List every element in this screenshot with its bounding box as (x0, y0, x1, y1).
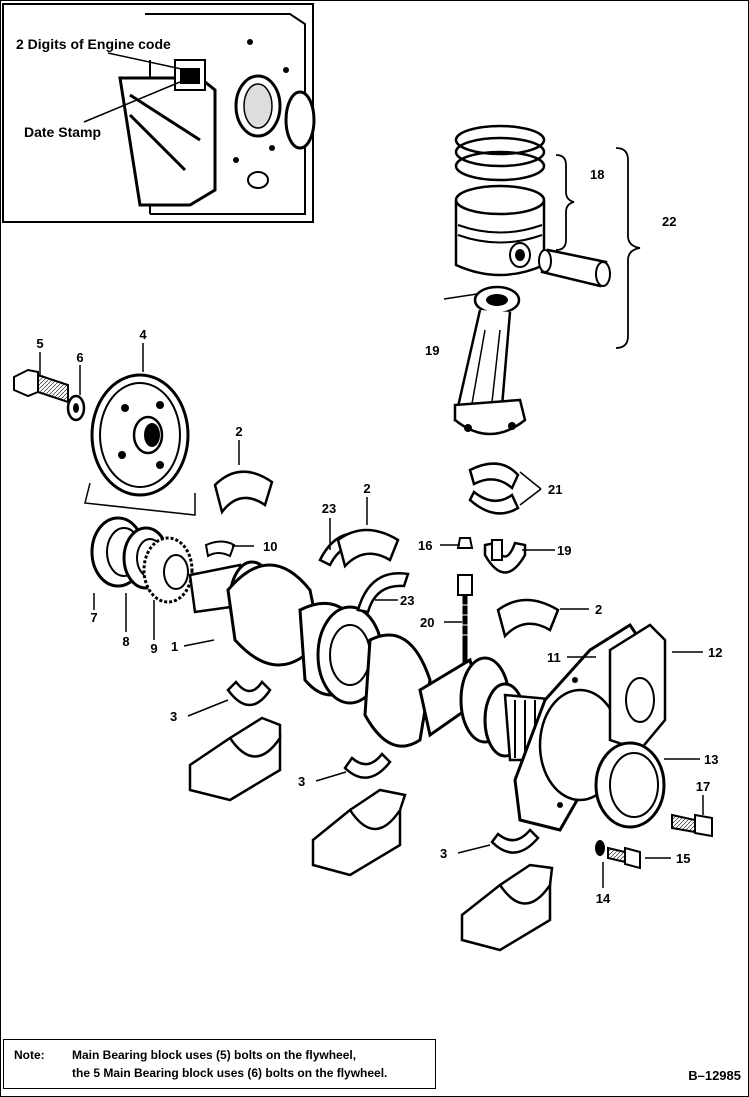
figure-id: B–12985 (688, 1068, 741, 1083)
callout-12: 12 (708, 645, 722, 660)
bracket-7-9 (84, 482, 196, 516)
callout-9: 9 (150, 641, 157, 656)
callout-2-right: 2 (595, 602, 602, 617)
engine-code-label: 2 Digits of Engine code (16, 36, 171, 52)
callout-20: 20 (420, 615, 434, 630)
callout-11: 11 (547, 650, 561, 665)
callout-17: 17 (696, 779, 710, 794)
leader-lines (39, 293, 704, 888)
note-box: Note: Main Bearing block uses (5) bolts … (3, 1039, 436, 1089)
callout-23-bottom: 23 (400, 593, 414, 608)
lower-bearing-shell-2 (343, 752, 392, 779)
callout-5: 5 (36, 336, 43, 351)
callout-13: 13 (704, 752, 718, 767)
note-text-line1: Main Bearing block uses (5) bolts on the… (72, 1048, 357, 1062)
piston-pin (538, 248, 611, 288)
callout-15: 15 (676, 851, 690, 866)
callout-8: 8 (122, 634, 129, 649)
callout-2-mid: 2 (363, 481, 370, 496)
inset-engine-block (2, 3, 316, 223)
callout-4: 4 (139, 327, 147, 342)
date-stamp-label: Date Stamp (24, 124, 101, 140)
piston (454, 184, 546, 277)
callout-6: 6 (76, 350, 83, 365)
note-text-line2: the 5 Main Bearing block uses (6) bolts … (72, 1066, 388, 1080)
callout-23-top: 23 (322, 501, 336, 516)
crankshaft (188, 560, 562, 762)
main-bearing-cap-1 (188, 716, 282, 802)
bracket-22 (615, 147, 641, 349)
callout-21: 21 (548, 482, 562, 497)
upper-bearing-shell-mid (336, 528, 400, 569)
connecting-rod (453, 285, 527, 436)
callout-16: 16 (418, 538, 432, 553)
rod-bearing-shells (468, 462, 520, 515)
cap-bolt (607, 846, 641, 870)
upper-bearing-shell-right (496, 598, 560, 639)
main-bearing-cap-2 (311, 788, 407, 877)
callout-7: 7 (90, 610, 97, 625)
rod-nut (456, 537, 474, 549)
gasket (608, 623, 667, 752)
callout-1: 1 (171, 639, 178, 654)
upper-bearing-shell-left (213, 470, 274, 515)
lock-washer (595, 840, 605, 856)
bracket-18 (555, 154, 575, 251)
callout-22: 22 (662, 214, 676, 229)
callout-10: 10 (263, 539, 277, 554)
callout-3-mid: 3 (298, 774, 305, 789)
crank-pulley (90, 373, 190, 497)
leader-21 (519, 471, 542, 506)
lower-bearing-shell-3 (490, 828, 540, 854)
rear-oil-seal (594, 741, 666, 829)
washer (66, 394, 86, 422)
callout-3-left: 3 (170, 709, 177, 724)
bolt (13, 368, 69, 404)
callout-3-right: 3 (440, 846, 447, 861)
lower-bearing-shell-1 (226, 680, 272, 707)
note-label: Note: (14, 1048, 45, 1062)
callout-19-cap: 19 (557, 543, 571, 558)
callout-18: 18 (590, 167, 604, 182)
callout-2-left: 2 (235, 424, 242, 439)
callout-19-rod: 19 (425, 343, 439, 358)
rod-bolt (457, 574, 473, 665)
main-bearing-cap-3 (460, 863, 554, 952)
rod-cap (483, 539, 527, 574)
callout-14: 14 (596, 891, 611, 906)
piston-rings (454, 124, 546, 182)
crankshaft-gear (142, 536, 194, 604)
key (204, 540, 236, 558)
housing-bolt (671, 813, 713, 838)
